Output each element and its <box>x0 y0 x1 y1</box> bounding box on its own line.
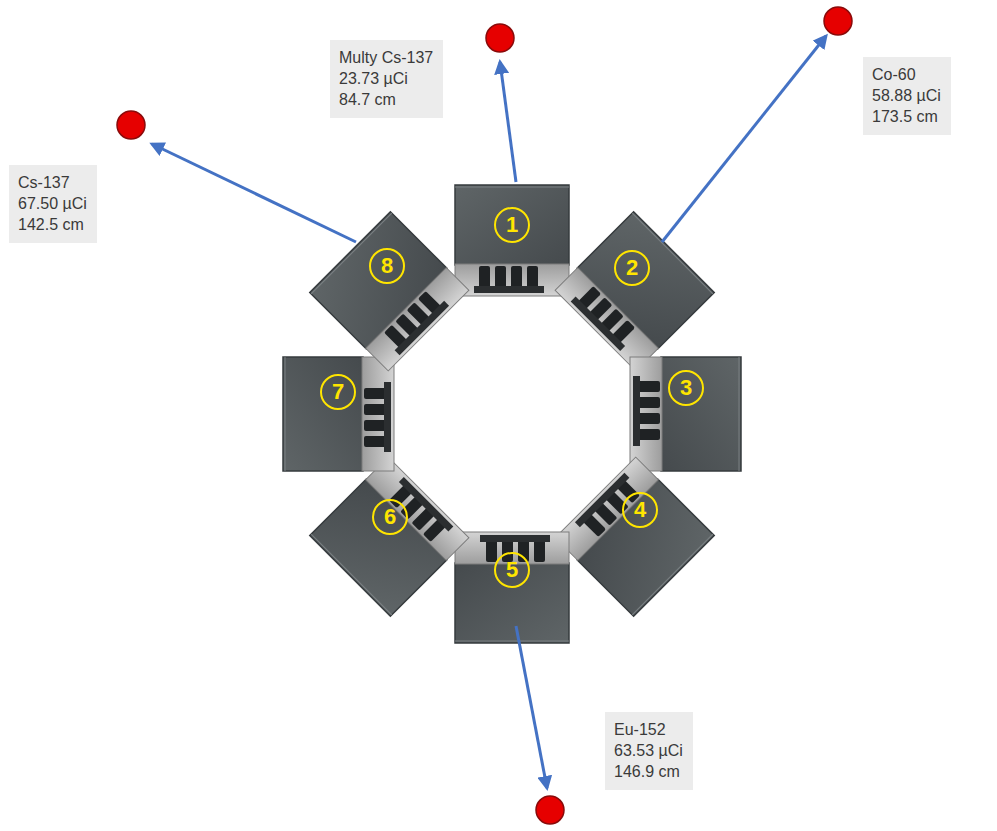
source-info: Cs-137 <box>18 172 87 193</box>
detector-number: 6 <box>372 499 408 535</box>
detector-number: 7 <box>320 374 356 410</box>
direction-arrow <box>152 144 356 242</box>
callout-number: 3 <box>680 377 692 399</box>
detector-block <box>630 357 741 471</box>
source-dot <box>824 7 852 35</box>
source-info: Eu-152 <box>614 719 683 740</box>
detector-number: 4 <box>622 492 658 528</box>
source-label-box: Eu-15263.53 µCi146.9 cm <box>605 712 693 790</box>
direction-arrow <box>516 626 547 788</box>
callout-number: 7 <box>332 381 344 403</box>
source-label-box: Co-6058.88 µCi173.5 cm <box>863 57 951 135</box>
detector-number: 1 <box>494 207 530 243</box>
detector-block <box>310 212 469 371</box>
source-info: 63.53 µCi <box>614 740 683 761</box>
callout-number: 8 <box>381 255 393 277</box>
source-info: 146.9 cm <box>614 761 683 782</box>
detector-number: 8 <box>369 248 405 284</box>
source-info: 58.88 µCi <box>872 85 941 106</box>
source-info: Multy Cs-137 <box>339 47 433 68</box>
source-label-box: Cs-13767.50 µCi142.5 cm <box>9 165 97 243</box>
callout-number: 6 <box>384 506 396 528</box>
source-label-box: Multy Cs-13723.73 µCi84.7 cm <box>330 40 443 118</box>
direction-arrow <box>662 36 826 242</box>
detector-block <box>555 457 714 616</box>
detector-number: 2 <box>614 250 650 286</box>
detector-number: 3 <box>668 370 704 406</box>
source-info: 142.5 cm <box>18 214 87 235</box>
source-info: 173.5 cm <box>872 106 941 127</box>
detector-number: 5 <box>494 552 530 588</box>
source-info: 23.73 µCi <box>339 68 433 89</box>
callout-number: 4 <box>634 499 646 521</box>
callout-number: 2 <box>626 257 638 279</box>
source-dot <box>536 796 564 824</box>
detector-block <box>455 532 569 643</box>
source-info: 84.7 cm <box>339 89 433 110</box>
source-info: Co-60 <box>872 64 941 85</box>
direction-arrow <box>500 62 516 182</box>
callout-number: 1 <box>506 214 518 236</box>
source-info: 67.50 µCi <box>18 193 87 214</box>
detector-block <box>555 212 714 371</box>
source-dot <box>117 111 145 139</box>
source-dot <box>486 24 514 52</box>
detector-block <box>455 185 569 296</box>
callout-number: 5 <box>506 559 518 581</box>
detector-block <box>310 457 469 616</box>
detector-block <box>283 357 394 471</box>
